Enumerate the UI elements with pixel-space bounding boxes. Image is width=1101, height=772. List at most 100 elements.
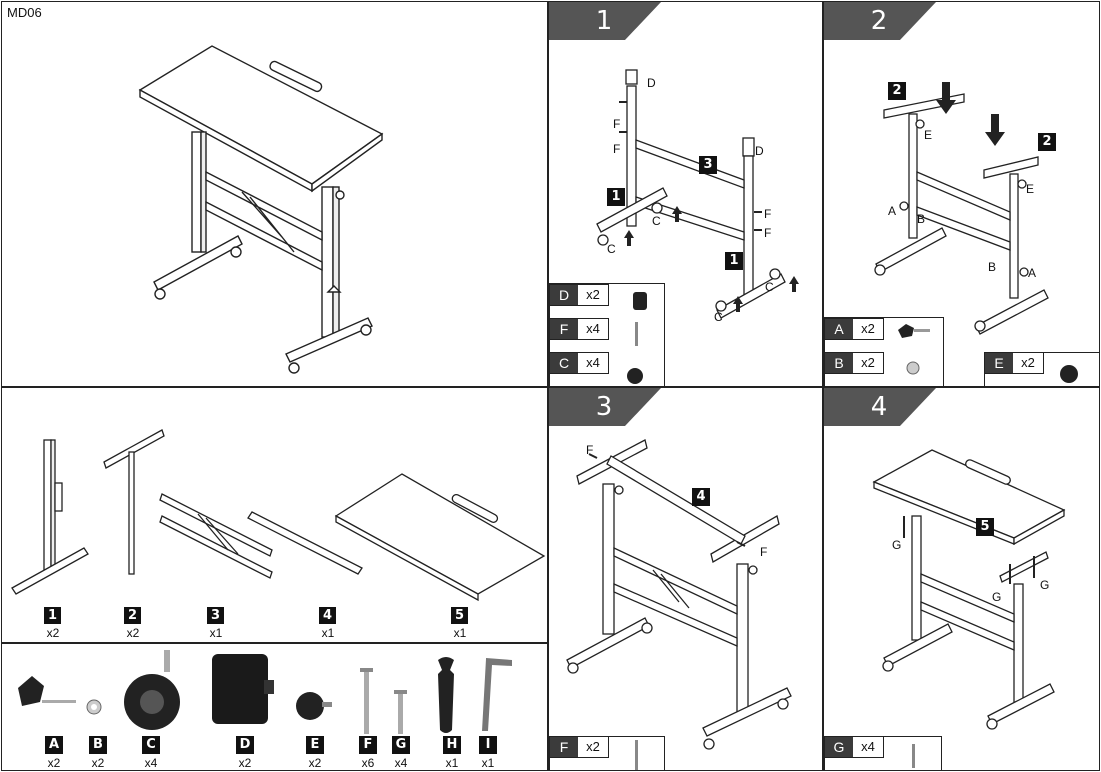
hardware-illustration [18,650,512,734]
step-2-label-e-1: E [924,128,933,142]
step-1-legend-c: C x4 [549,352,609,374]
step-1-number: 1 [595,6,613,36]
step-3-legend-f: F x2 [549,736,609,758]
step-4-legend-icons [912,744,915,768]
step-2-panel: 2 2 2 E E A B B A A x2 B x2 [823,1,1100,387]
step-2-legend-b: B x2 [824,352,884,374]
step-3-label-f-1: F [586,443,594,457]
step-2-label-e-2: E [1026,182,1035,196]
knob-icon [1060,365,1078,383]
step-1-label-c-1: C [607,242,616,256]
nut-icon [906,361,920,375]
step-3-part-badge-4: 4 [692,488,710,506]
step-1-part-badge-1b: 1 [725,252,743,270]
knob-icon [296,692,332,720]
step-1-legend-icons [627,292,647,384]
caster-wheel-icon [124,650,180,730]
step-2-part-badge-2-left: 2 [888,82,906,100]
step-3-illustration [566,439,792,750]
parts-illustration [11,429,546,602]
step-3-panel: 3 F F 4 F x2 [548,387,823,771]
step-1-tab: 1 [549,2,661,40]
step-4-number: 4 [870,392,888,422]
hardware-panel: A x2 B x2 C x4 D x2 E x2 F x6 G x4 H x1 … [1,643,548,771]
long-screw-icon [635,740,638,770]
part-badge-4: 4 [319,607,336,624]
part-qty-2: x2 [126,626,140,640]
knob-bolt-icon [18,676,76,706]
long-screw-icon [635,322,638,346]
step-1-illustration [596,69,799,319]
part-badge-2: 2 [124,607,141,624]
hardware-letter-c: C [142,736,160,754]
step-4-label-g-3: G [1040,578,1050,592]
long-screw-icon [360,668,373,734]
assembled-desk-illustration [138,45,384,374]
step-2-label-b-1: B [917,212,926,226]
step-2-legend-a: A x2 [824,318,884,340]
hardware-letter-i: I [479,736,497,754]
short-screw-icon [912,744,915,768]
step-2-label-a-2: A [1028,266,1037,280]
step-4-label-g-2: G [992,590,1002,604]
step-1-label-c-3: C [714,310,723,324]
hardware-qty-i: x1 [481,756,495,770]
hardware-letter-h: H [443,736,461,754]
step-2-label-a-1: A [888,204,897,218]
model-code: MD06 [7,5,42,20]
step-4-label-g-1: G [892,538,902,552]
part-badge-3: 3 [207,607,224,624]
step-4-panel: 4 5 G G G G x4 [823,387,1100,771]
hardware-letter-g: G [392,736,410,754]
step-1-label-c-4: C [765,280,774,294]
step-4-tab: 4 [824,388,936,426]
step-1-label-d-top: D [647,76,656,90]
hardware-qty-e: x2 [308,756,322,770]
step-1-legend-f: F x4 [549,318,609,340]
knob-bolt-icon [898,324,914,338]
part-badge-1: 1 [44,607,61,624]
step-1-part-badge-3: 3 [699,156,717,174]
step-2-label-b-2: B [988,260,997,274]
step-2-number: 2 [870,6,888,36]
hardware-qty-g: x4 [394,756,408,770]
step-3-tab: 3 [549,388,661,426]
step-3-label-f-2: F [760,545,768,559]
hardware-letter-a: A [45,736,63,754]
parts-panel: 1 x2 2 x2 3 x1 4 x1 5 x1 [1,387,548,643]
step-2-legend-e: E x2 [984,352,1044,374]
step-1-label-f-4: F [764,226,772,240]
caster-wheel-icon [627,368,643,384]
nut-icon [86,699,102,715]
step-1-part-badge-1: 1 [607,188,625,206]
end-cap-icon [633,292,647,310]
hardware-qty-h: x1 [445,756,459,770]
step-1-label-d-right: D [755,144,764,158]
step-1-panel: 1 D D F F F F C C C C 1 [548,1,823,387]
end-cap-icon [212,654,274,724]
step-1-label-f-2: F [613,142,621,156]
short-screw-icon [394,690,407,734]
part-qty-4: x1 [321,626,335,640]
hardware-qty-b: x2 [91,756,105,770]
hardware-qty-c: x4 [144,756,158,770]
step-2-part-badge-2-right: 2 [1038,133,1056,151]
step-3-number: 3 [595,392,613,422]
step-1-legend-d: D x2 [549,284,609,306]
part-qty-1: x2 [46,626,60,640]
allen-key-icon [482,658,512,731]
step-1-label-f-3: F [764,207,772,221]
hardware-letter-e: E [306,736,324,754]
step-4-illustration [872,449,1066,730]
hardware-letter-b: B [89,736,107,754]
step-1-label-f-1: F [613,117,621,131]
hardware-qty-d: x2 [238,756,252,770]
overview-panel: MD06 [1,1,548,387]
part-qty-3: x1 [209,626,223,640]
step-2-tab: 2 [824,2,936,40]
step-2-legend-icons [898,324,1078,383]
step-1-label-c-2: C [652,214,661,228]
wrench-icon [438,657,454,733]
hardware-qty-f: x6 [361,756,375,770]
hardware-letter-d: D [236,736,254,754]
